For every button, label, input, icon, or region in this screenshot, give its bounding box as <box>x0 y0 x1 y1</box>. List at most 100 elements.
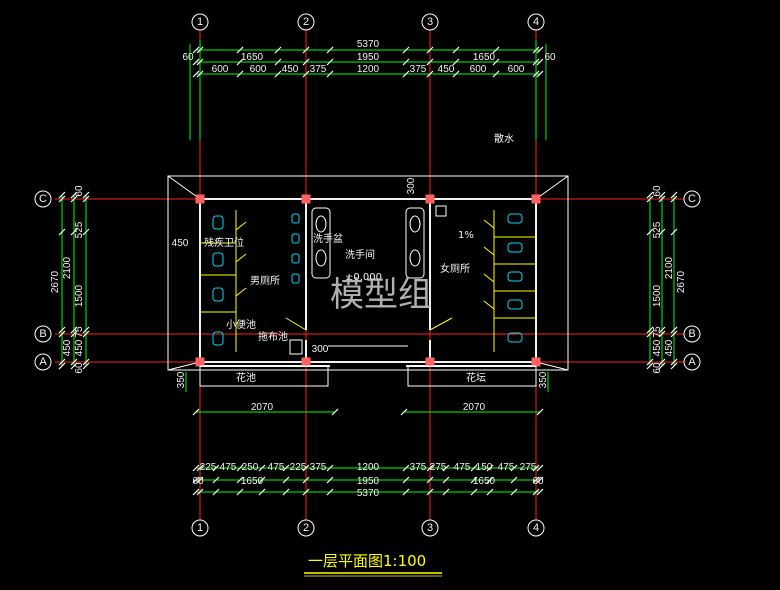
dimension-value: 275 <box>520 462 537 473</box>
dimension-tick <box>196 464 204 472</box>
dimension-value: 450 <box>62 339 73 356</box>
mop-sink-fixture <box>289 339 303 355</box>
dimension-value: 60 <box>182 52 194 63</box>
toilet-fixture <box>212 331 224 346</box>
grid-label-1-bottom: 1 <box>197 522 203 534</box>
dimension-tick <box>452 58 460 66</box>
dimension-value: 475 <box>268 462 285 473</box>
grid-bubble-b-left <box>34 325 52 343</box>
dimension-tick <box>70 326 78 334</box>
dimension-tick <box>646 326 654 334</box>
grid-bubbles <box>34 13 701 537</box>
dimension-value: 60 <box>74 362 85 374</box>
dimension-tick <box>646 195 654 203</box>
grid-bubble-2-bottom <box>297 519 315 537</box>
toilet-fixture <box>212 287 224 302</box>
dimension-tick <box>658 326 666 334</box>
dimension-tick <box>326 488 334 496</box>
grid-bubble-1-bottom <box>191 519 209 537</box>
dimension-tick <box>258 464 266 472</box>
dimension-tick <box>536 476 544 484</box>
dimension-tick <box>532 476 540 484</box>
dimension-value: 1950 <box>357 476 380 487</box>
fixtures <box>212 213 523 346</box>
dimension-value: 150 <box>476 462 493 473</box>
dimension-tick <box>470 488 478 496</box>
dimension-value: 375 <box>410 64 427 75</box>
dimension-tick <box>492 70 500 78</box>
label-planter-right: 花坛 <box>466 371 486 384</box>
dimension-value: 1650 <box>473 52 496 63</box>
dimension-value: 525 <box>74 221 85 238</box>
dimension-tick <box>274 46 282 54</box>
dimension-value: 5370 <box>357 39 380 50</box>
dimension-tick <box>646 330 654 338</box>
label-mop-sink: 拖布池 <box>258 330 288 343</box>
dimension-tick <box>236 464 244 472</box>
dimension-tick <box>426 46 434 54</box>
dimension-tick <box>452 70 460 78</box>
grid-bubble-a-right <box>683 353 701 371</box>
dimension-value: 450 <box>172 238 189 249</box>
dimension-tick <box>670 195 678 203</box>
dimension-value: 60 <box>652 362 663 374</box>
dimension-tick <box>58 358 66 366</box>
dimension-tick <box>196 70 204 78</box>
dimension-tick <box>196 58 204 66</box>
dimension-tick <box>70 330 78 338</box>
dimension-value: 450 <box>74 339 85 356</box>
dimension-tick <box>658 362 666 370</box>
dimension-value: 2100 <box>62 256 73 279</box>
dimension-value: 600 <box>250 64 267 75</box>
dimension-value: 225 <box>290 462 307 473</box>
dimension-tick <box>426 488 434 496</box>
grid-bubble-a-left <box>34 353 52 371</box>
dimension-tick <box>192 58 200 66</box>
label-level: ±0.000 <box>345 272 382 283</box>
dimension-value: 2670 <box>50 270 61 293</box>
dimension-tick <box>326 46 334 54</box>
dimension-value: 60 <box>74 185 85 197</box>
exterior-wall <box>199 198 537 363</box>
dimension-tick <box>470 476 478 484</box>
watermark: 模型组 <box>330 275 432 315</box>
grid-label-b-left: B <box>39 328 46 340</box>
dimension-tick <box>536 70 544 78</box>
dimension-tick <box>402 70 410 78</box>
grid-bubble-3-bottom <box>421 519 439 537</box>
stall-partitions <box>200 210 536 352</box>
dimension-tick <box>670 358 678 366</box>
grid-label-3-bottom: 3 <box>427 522 433 534</box>
label-female-toilet: 女厕所 <box>440 262 470 275</box>
dimension-tick <box>670 330 678 338</box>
wash-basins <box>289 205 447 355</box>
dimension-value: 475 <box>498 462 515 473</box>
dimension-tick <box>258 488 266 496</box>
dimension-tick <box>302 70 310 78</box>
dimension-tick <box>646 362 654 370</box>
dimension-tick <box>532 58 540 66</box>
dimension-tick <box>658 191 666 199</box>
dimension-tick <box>426 476 434 484</box>
dimension-tick <box>196 488 204 496</box>
dimension-tick <box>402 476 410 484</box>
dimension-value: 5370 <box>357 488 380 499</box>
dimension-tick <box>536 58 544 66</box>
grid-bubble-c-left <box>34 190 52 208</box>
toilet-fixture <box>507 242 523 253</box>
dimension-value: 475 <box>454 462 471 473</box>
grid-bubble-b-right <box>683 325 701 343</box>
grid-bubble-4-bottom <box>527 519 545 537</box>
dimension-value: 475 <box>220 462 237 473</box>
drawing-title: 一层平面图1:100 <box>308 552 426 570</box>
dimension-value: 1200 <box>357 64 380 75</box>
dimension-value: 2670 <box>676 270 687 293</box>
dimension-tick <box>492 58 500 66</box>
grid-label-3-top: 3 <box>427 16 433 28</box>
dimension-tick <box>510 488 518 496</box>
label-wash-room: 洗手间 <box>345 248 375 261</box>
dimension-tick <box>58 195 66 203</box>
dimension-tick <box>70 358 78 366</box>
dimension-tick <box>646 228 654 236</box>
dimension-tick <box>82 358 90 366</box>
